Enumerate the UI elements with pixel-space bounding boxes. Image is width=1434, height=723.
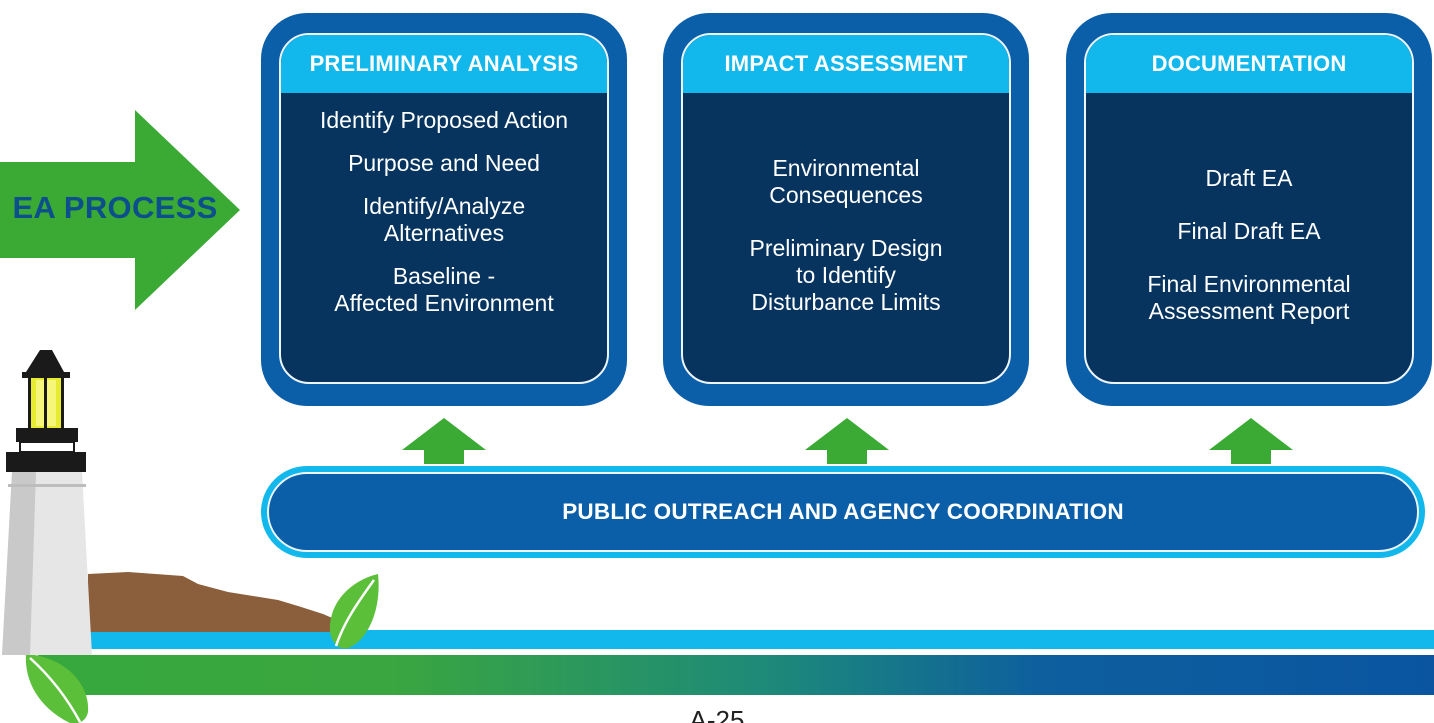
up-arrow-icon <box>1209 418 1293 464</box>
leaf-icon <box>329 574 379 649</box>
outreach-bar: PUBLIC OUTREACH AND AGENCY COORDINATION <box>261 466 1425 558</box>
stage-title: PRELIMINARY ANALYSIS <box>281 35 607 93</box>
stage-steps: Environmental Consequences Preliminary D… <box>683 93 1009 382</box>
stage-panel: DOCUMENTATION Draft EA Final Draft EA Fi… <box>1084 33 1414 384</box>
stage-steps: Draft EA Final Draft EA Final Environmen… <box>1086 93 1412 382</box>
lighthouse-illustration <box>2 350 92 655</box>
up-arrow-icon <box>805 418 889 464</box>
cliff-illustration <box>88 572 346 632</box>
step-item: Purpose and Need <box>348 150 540 176</box>
process-label: EA PROCESS <box>12 190 218 225</box>
stage-preliminary-analysis: PRELIMINARY ANALYSIS Identify Proposed A… <box>261 13 627 406</box>
water-band <box>90 630 1434 649</box>
step-item: Preliminary Design to Identify Disturban… <box>749 235 943 315</box>
stage-documentation: DOCUMENTATION Draft EA Final Draft EA Fi… <box>1066 13 1432 406</box>
process-arrow <box>0 110 240 310</box>
stage-panel: IMPACT ASSESSMENT Environmental Conseque… <box>681 33 1011 384</box>
step-item: Environmental Consequences <box>769 155 923 208</box>
up-arrow-icon <box>402 418 486 464</box>
page-number: A-25 <box>689 705 745 723</box>
leaf-icon <box>25 654 89 723</box>
step-item: Final Environmental Assessment Report <box>1147 271 1351 324</box>
ground-band <box>38 655 1434 695</box>
step-item: Draft EA <box>1205 165 1293 191</box>
stage-impact-assessment: IMPACT ASSESSMENT Environmental Conseque… <box>663 13 1029 406</box>
outreach-label: PUBLIC OUTREACH AND AGENCY COORDINATION <box>267 472 1419 552</box>
step-item: Identify/Analyze Alternatives <box>362 193 526 246</box>
step-item: Final Draft EA <box>1177 218 1321 244</box>
stage-title: IMPACT ASSESSMENT <box>683 35 1009 93</box>
stage-steps: Identify Proposed Action Purpose and Nee… <box>281 93 607 382</box>
step-item: Baseline - Affected Environment <box>334 263 554 316</box>
stage-title: DOCUMENTATION <box>1086 35 1412 93</box>
step-item: Identify Proposed Action <box>319 107 569 133</box>
stage-panel: PRELIMINARY ANALYSIS Identify Proposed A… <box>279 33 609 384</box>
